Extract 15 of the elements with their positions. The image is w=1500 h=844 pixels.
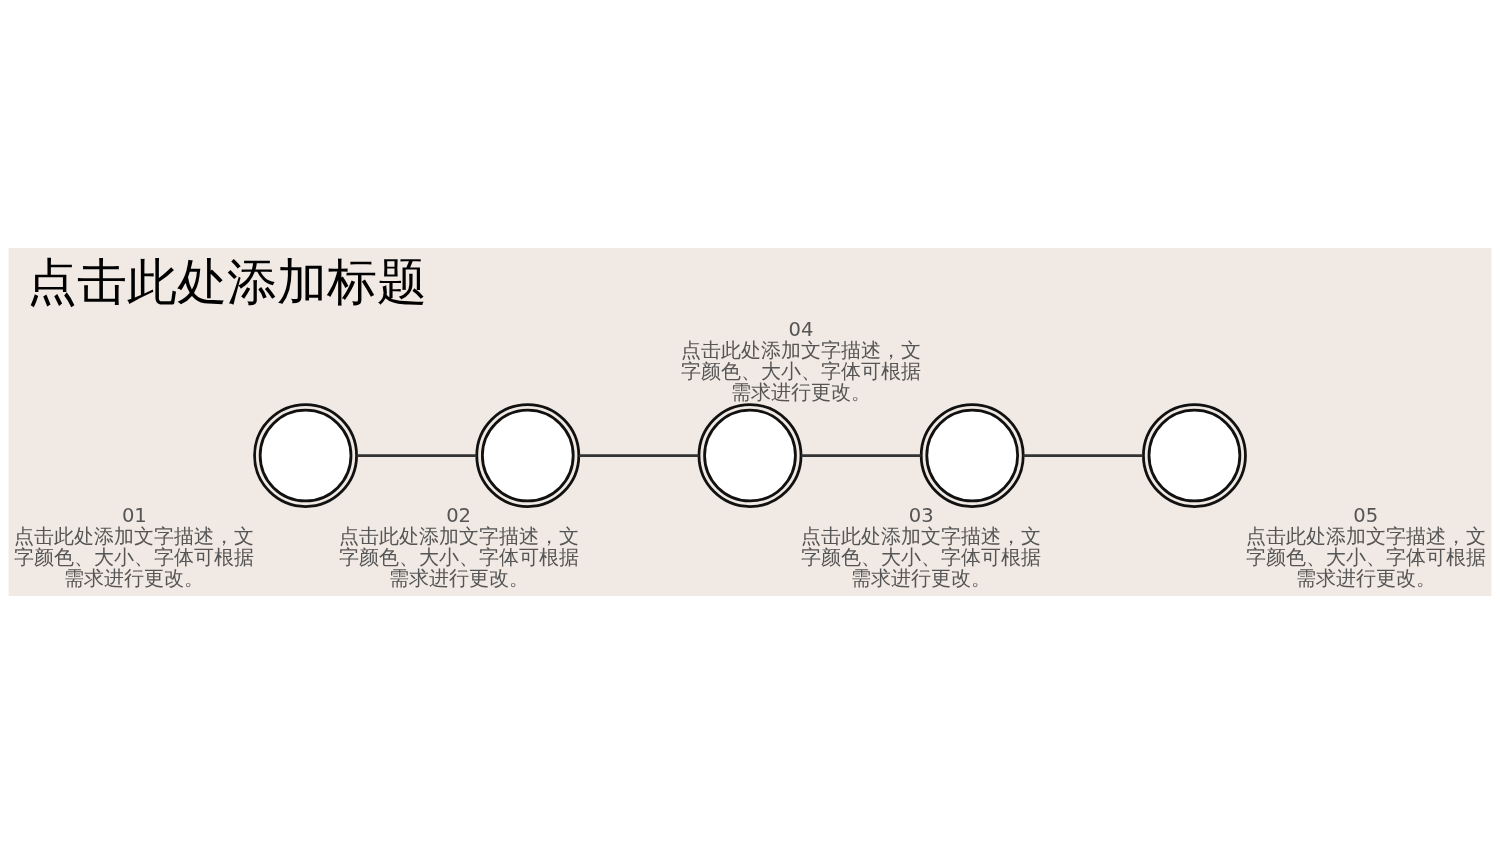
diagram-title: 点击此处添加标题: [27, 252, 428, 312]
node-picture: [253, 403, 358, 508]
connector: [801, 454, 921, 457]
connector: [579, 454, 699, 457]
node-label: 点击此处添加文字描述，文字颜色、大小、字体可根据需求进行更改。: [14, 525, 255, 591]
node-picture: [697, 403, 803, 508]
connector: [356, 454, 477, 457]
node-picture: [919, 403, 1025, 508]
node-picture: [475, 403, 581, 508]
node-label: 点击此处添加文字描述，文字颜色、大小、字体可根据需求进行更改。: [681, 339, 922, 405]
node-picture: [1142, 403, 1247, 508]
node-label: 点击此处添加文字描述，文字颜色、大小、字体可根据需求进行更改。: [1245, 525, 1486, 591]
node-label: 点击此处添加文字描述，文字颜色、大小、字体可根据需求进行更改。: [338, 525, 579, 591]
node-label: 点击此处添加文字描述，文字颜色、大小、字体可根据需求进行更改。: [801, 525, 1042, 591]
connector: [1023, 454, 1144, 457]
